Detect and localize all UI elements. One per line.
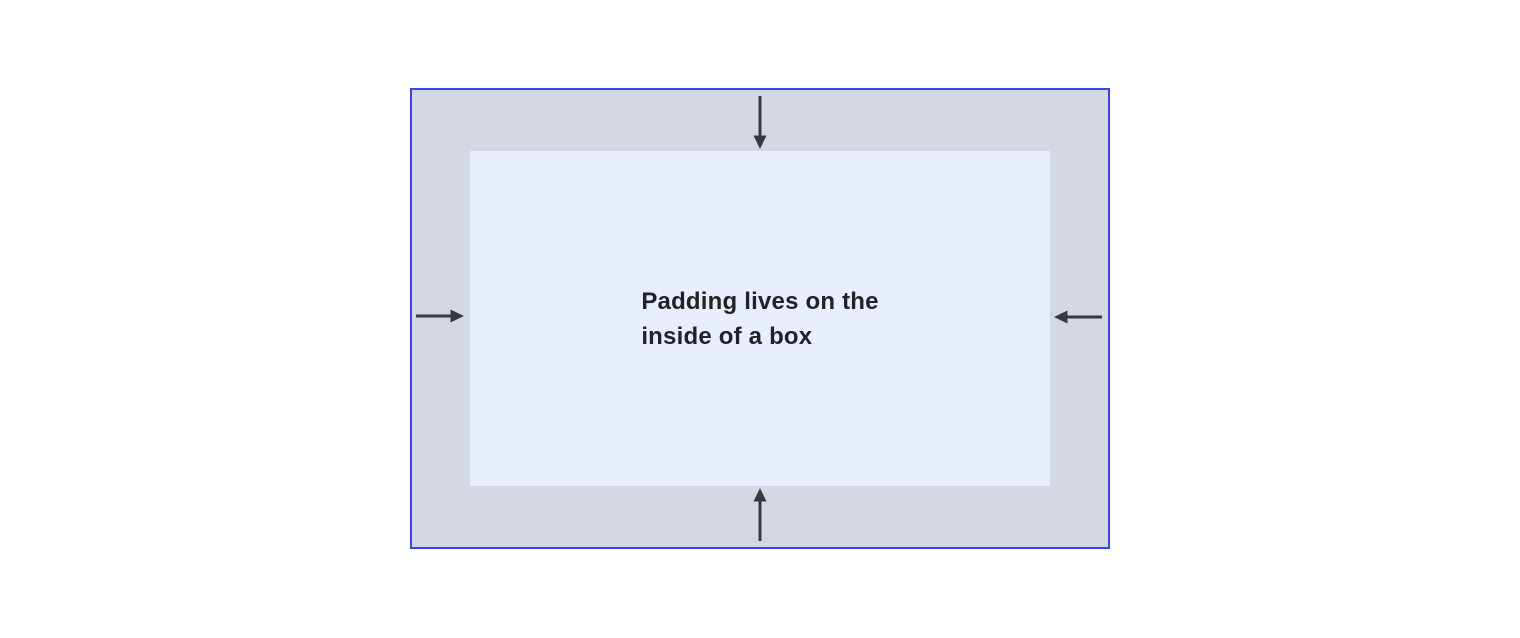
- padding-label: Padding lives on the inside of a box: [641, 284, 878, 354]
- arrow-down-icon: [753, 96, 767, 149]
- arrow-right-icon: [416, 309, 464, 323]
- padding-label-line-1: Padding lives on the: [641, 287, 879, 315]
- arrow-up-icon: [753, 488, 767, 541]
- padding-label-line-2: inside of a box: [641, 322, 813, 350]
- content-box: Padding lives on the inside of a box: [470, 151, 1050, 486]
- padding-box: Padding lives on the inside of a box: [410, 88, 1110, 549]
- arrow-left-icon: [1054, 310, 1102, 324]
